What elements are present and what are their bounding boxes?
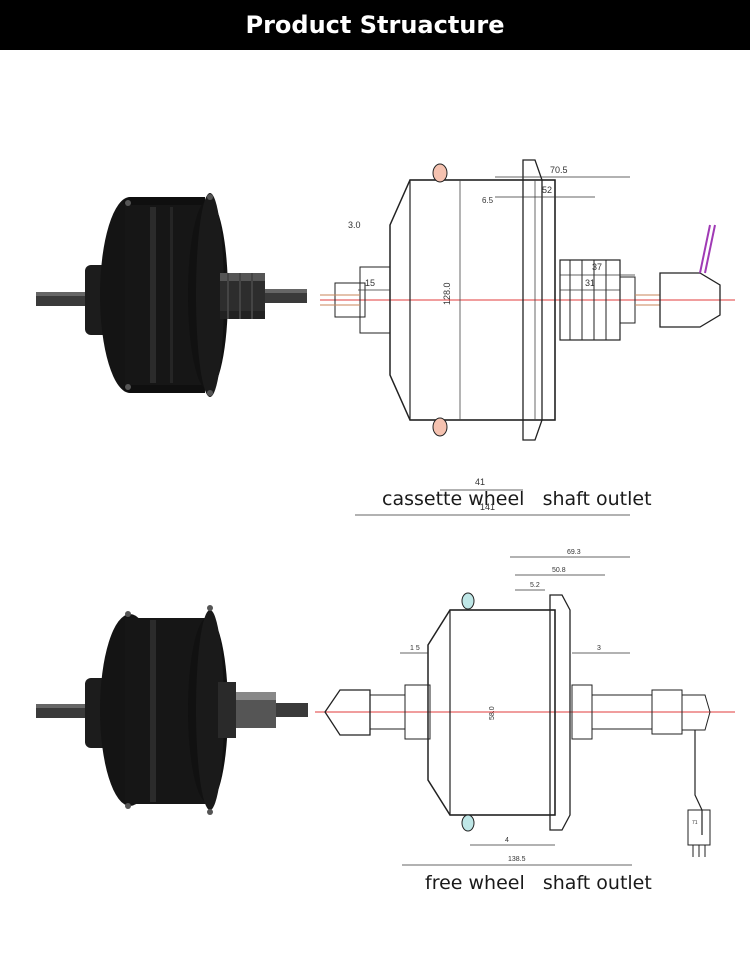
- dim-50-8: 50.8: [552, 567, 566, 574]
- caption-cassette: cassette wheel shaft outlet: [382, 488, 652, 510]
- dim-3: 3: [597, 645, 601, 652]
- dim-5-2: 5.2: [530, 582, 540, 589]
- dim-1-5: 1 5: [410, 645, 420, 652]
- header-bar: Product Struacture: [0, 0, 750, 50]
- dim-3-0: 3.0: [348, 220, 361, 230]
- dim-41: 41: [475, 477, 485, 487]
- dim-138-5: 138.5: [508, 856, 526, 863]
- section-freewheel: 71 69.3 50.8 5.2 1 5 3 58.0 4 138.5 free…: [0, 520, 750, 961]
- dim-71: 71: [692, 820, 698, 826]
- dim-128: 128.0: [442, 282, 452, 305]
- dim-15: 15: [365, 278, 375, 288]
- dim-6-5: 6.5: [482, 196, 494, 205]
- dim-52: 52: [542, 185, 552, 195]
- dim-31: 31: [585, 278, 595, 288]
- dim-37: 37: [592, 262, 602, 272]
- dim-4: 4: [505, 837, 509, 844]
- technical-drawing-cassette: 70.5 52 6.5 3.0 37 31 15 128.0 41 141: [320, 159, 735, 516]
- dim-center: 58.0: [489, 706, 496, 720]
- motor-photo-freewheel: [36, 605, 308, 815]
- caption-freewheel: free wheel shaft outlet: [425, 872, 652, 894]
- dim-70-5: 70.5: [550, 165, 568, 175]
- dim-69-3: 69.3: [567, 549, 581, 556]
- section-cassette: 70.5 52 6.5 3.0 37 31 15 128.0 41 141 ca…: [0, 50, 750, 520]
- motor-photo-cassette: [36, 193, 307, 397]
- dim-141: 141: [480, 502, 495, 512]
- page-title: Product Struacture: [245, 11, 505, 39]
- technical-drawing-freewheel: 71 69.3 50.8 5.2 1 5 3 58.0 4 138.5: [315, 549, 735, 866]
